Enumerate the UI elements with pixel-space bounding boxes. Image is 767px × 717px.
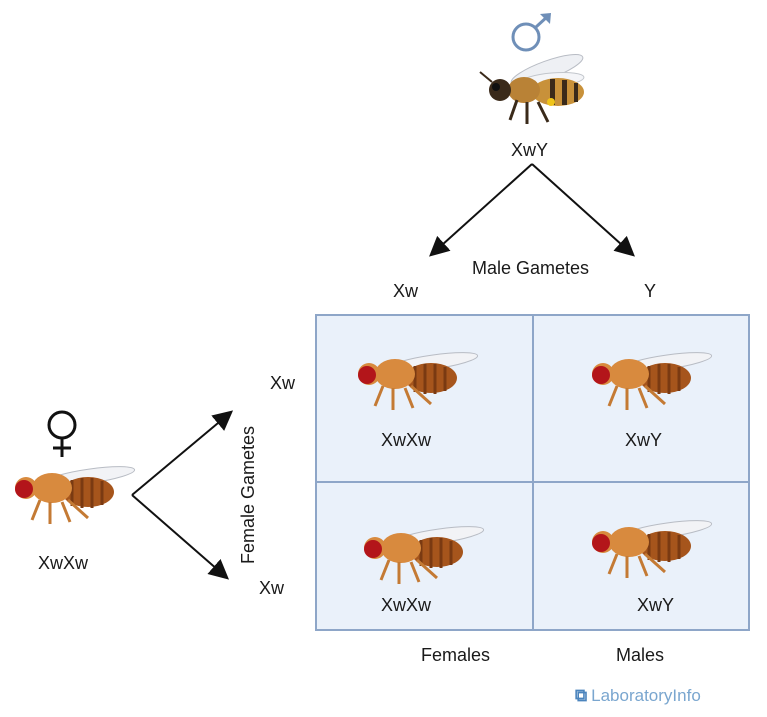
male-gametes-title: Male Gametes xyxy=(472,258,590,278)
offspring-fly-icon xyxy=(356,347,481,412)
offspring-fly-icon xyxy=(590,515,715,580)
female-arrow-up xyxy=(131,410,234,496)
punnett-divider-vertical xyxy=(532,314,534,631)
punnett-divider-horizontal xyxy=(315,481,750,483)
female-gamete-1: Xw xyxy=(270,373,296,393)
offspring-fly-icon xyxy=(362,521,487,586)
male-genotype: XwY xyxy=(511,140,549,160)
male-fly-icon xyxy=(479,53,585,124)
male-gamete-1: Xw xyxy=(393,281,419,301)
female-fly-icon xyxy=(13,461,138,526)
male-gamete-2: Y xyxy=(644,281,657,301)
male-arrow-right xyxy=(531,163,635,257)
male-arrow-left xyxy=(429,163,533,257)
logo-icon: ⧉ xyxy=(575,686,588,705)
punnett-cell-genotype: XwY xyxy=(637,595,675,615)
male-symbol-icon xyxy=(511,13,551,52)
female-gamete-2: Xw xyxy=(259,578,285,598)
female-gametes-title: Female Gametes xyxy=(238,425,258,564)
punnett-cell-genotype: XwXw xyxy=(381,430,432,450)
logo-text: LaboratoryInfo xyxy=(591,686,701,705)
females-label: Females xyxy=(421,645,491,665)
female-symbol-icon xyxy=(47,410,77,457)
female-arrow-down xyxy=(131,494,230,580)
punnett-cell-genotype: XwY xyxy=(625,430,663,450)
offspring-fly-icon xyxy=(590,347,715,412)
males-label: Males xyxy=(616,645,665,665)
punnett-cell-genotype: XwXw xyxy=(381,595,432,615)
female-genotype: XwXw xyxy=(38,553,89,573)
laboratoryinfo-logo: ⧉LaboratoryInfo xyxy=(575,686,701,706)
